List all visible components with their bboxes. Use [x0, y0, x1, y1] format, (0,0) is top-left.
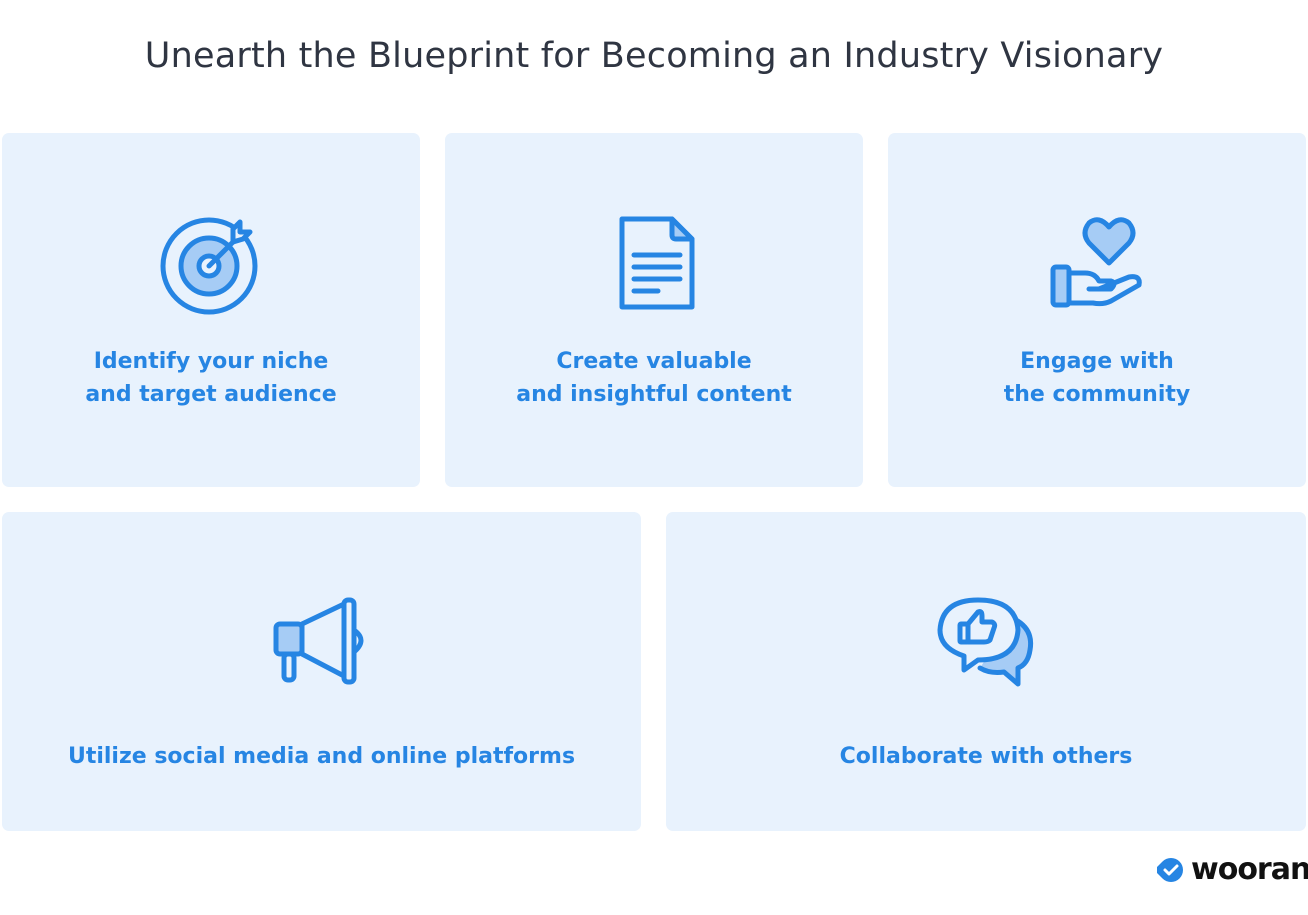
document-icon [619, 216, 695, 310]
megaphone-icon [273, 597, 363, 685]
chat-thumbs-up-icon [937, 597, 1034, 687]
card-label: Utilize social media and online platform… [67, 744, 576, 769]
card-label: Create valuable and insightful content [516, 349, 792, 407]
card-create-content: Create valuable and insightful content [445, 133, 863, 487]
woorank-logo: woorank [1157, 855, 1308, 885]
card-social-media: Utilize social media and online platform… [2, 512, 641, 831]
card-engage-community: Engage with the community [888, 133, 1306, 487]
target-icon [160, 217, 258, 315]
heart-hand-icon [1050, 217, 1142, 308]
check-badge-icon [1157, 858, 1183, 882]
card-identify-niche: Identify your niche and target audience [2, 133, 420, 487]
card-label: Engage with the community [1003, 349, 1191, 407]
card-label: Identify your niche and target audience [85, 349, 337, 407]
page-title: Unearth the Blueprint for Becoming an In… [144, 36, 1164, 76]
card-label: Collaborate with others [839, 744, 1133, 769]
logo-text: woorank [1191, 852, 1308, 887]
card-collaborate: Collaborate with others [666, 512, 1306, 831]
